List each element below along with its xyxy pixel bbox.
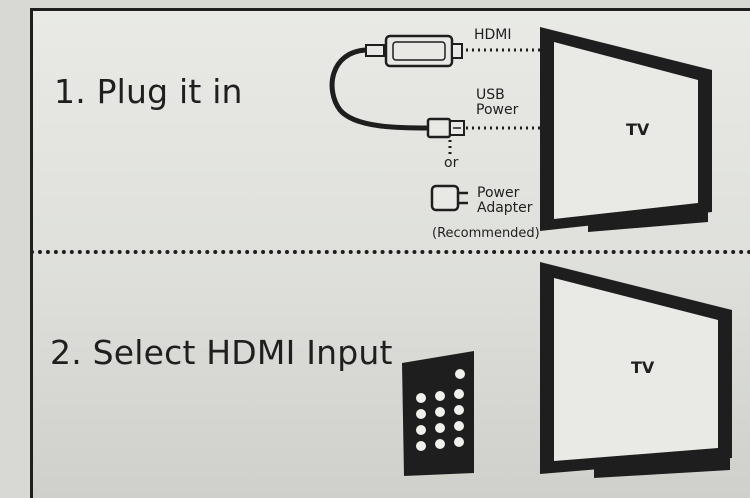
usb-power-line1: USB	[476, 87, 505, 103]
usb-power-label: USB Power	[476, 88, 536, 118]
hdmi-dongle-icon	[365, 34, 463, 68]
power-adapter-line2: Adapter	[477, 200, 533, 216]
tv-top-label: TV	[626, 120, 650, 139]
tv-bottom-icon	[540, 262, 732, 478]
hdmi-label: HDMI	[474, 27, 512, 43]
usb-plug-icon	[426, 117, 465, 139]
power-adapter-icon	[430, 184, 468, 212]
or-label: or	[444, 155, 459, 171]
instruction-card: 1. Plug it in 2. Select HDMI Input HDMI …	[30, 8, 750, 498]
power-adapter-label: Power Adapter	[477, 186, 547, 216]
tv-top-icon	[540, 27, 712, 232]
step-2-heading: 2. Select HDMI Input	[50, 333, 393, 372]
step-1-heading: 1. Plug it in	[54, 72, 243, 111]
recommended-label: (Recommended)	[432, 226, 540, 241]
remote-control-icon	[402, 351, 474, 476]
usb-power-line2: Power	[476, 102, 519, 118]
illustration-layer	[329, 27, 732, 478]
section-divider	[30, 250, 750, 254]
tv-bottom-label: TV	[631, 358, 655, 377]
power-adapter-line1: Power	[477, 185, 520, 201]
usb-cable	[329, 47, 429, 131]
